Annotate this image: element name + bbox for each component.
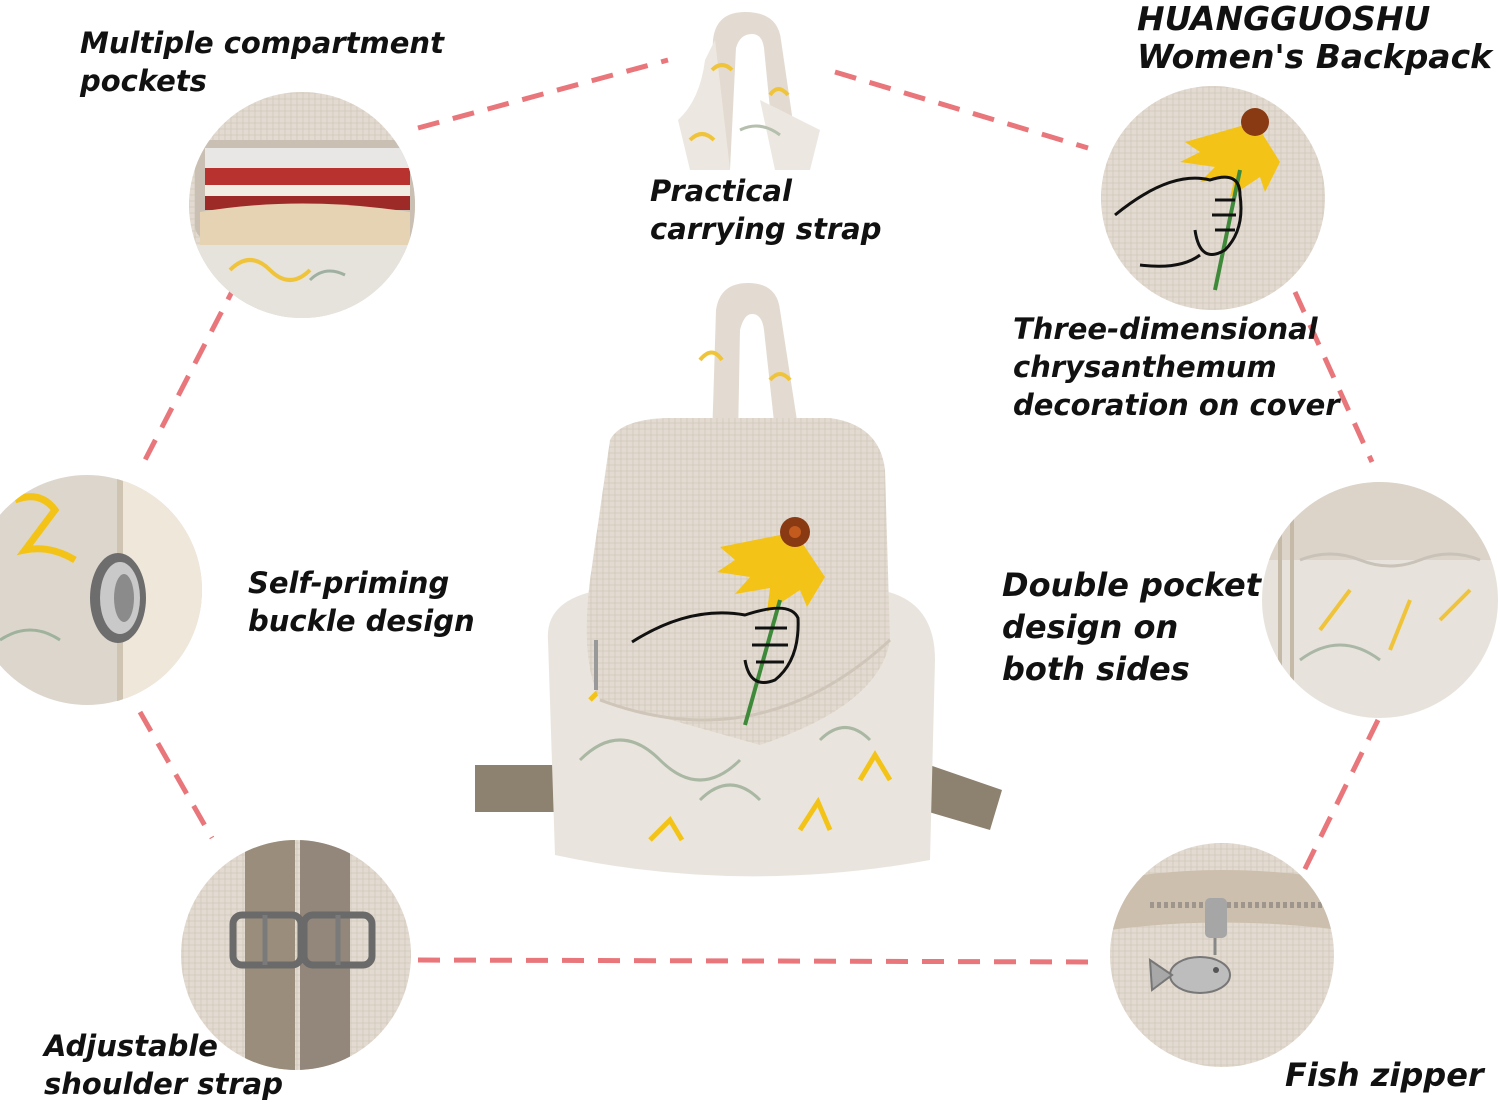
label-pockets-line-1: Multiple compartment bbox=[80, 26, 444, 60]
label-carrying-strap: Practical carrying strap bbox=[650, 172, 881, 248]
product-title: HUANGGUOSHU Women's Backpack bbox=[1137, 0, 1492, 76]
label-decoration-line-3: decoration on cover bbox=[1013, 388, 1340, 422]
label-side-pockets: Double pocket design on both sides bbox=[1002, 564, 1261, 690]
decoration-detail-photo bbox=[1101, 86, 1325, 310]
label-decoration: Three-dimensional chrysanthemum decorati… bbox=[1013, 310, 1340, 424]
carrying-strap-detail-photo bbox=[678, 12, 820, 170]
label-pockets: Multiple compartment pockets bbox=[80, 24, 444, 100]
buckle-detail-photo bbox=[0, 475, 202, 705]
label-decoration-line-2: chrysanthemum bbox=[1013, 350, 1277, 384]
label-side-pockets-line-2: design on bbox=[1002, 608, 1179, 646]
product-title-line-2: Women's Backpack bbox=[1137, 37, 1493, 76]
product-title-line-1: HUANGGUOSHU bbox=[1137, 0, 1431, 38]
label-zipper-line-1: Fish zipper bbox=[1285, 1056, 1484, 1094]
label-pockets-line-2: pockets bbox=[80, 64, 207, 98]
label-side-pockets-line-1: Double pocket bbox=[1002, 566, 1262, 604]
label-side-pockets-line-3: both sides bbox=[1002, 650, 1190, 688]
label-buckle-line-2: buckle design bbox=[248, 604, 475, 638]
connector-lines bbox=[137, 57, 1381, 965]
label-buckle-line-1: Self-priming bbox=[248, 566, 450, 600]
label-decoration-line-1: Three-dimensional bbox=[1013, 312, 1318, 346]
pockets-detail-photo bbox=[189, 92, 415, 318]
backpack-main-photo bbox=[475, 283, 1002, 877]
label-zipper: Fish zipper bbox=[1285, 1054, 1484, 1096]
label-carrying-strap-line-2: carrying strap bbox=[650, 212, 882, 246]
label-shoulder-strap-line-2: shoulder strap bbox=[44, 1067, 283, 1101]
label-buckle: Self-priming buckle design bbox=[248, 564, 475, 640]
label-shoulder-strap: Adjustable shoulder strap bbox=[44, 1027, 283, 1103]
side-pocket-detail-photo bbox=[1262, 482, 1498, 718]
shoulder-strap-detail-photo bbox=[181, 840, 411, 1070]
label-shoulder-strap-line-1: Adjustable bbox=[44, 1029, 218, 1063]
label-carrying-strap-line-1: Practical bbox=[650, 174, 792, 208]
zipper-detail-photo bbox=[1110, 843, 1334, 1067]
